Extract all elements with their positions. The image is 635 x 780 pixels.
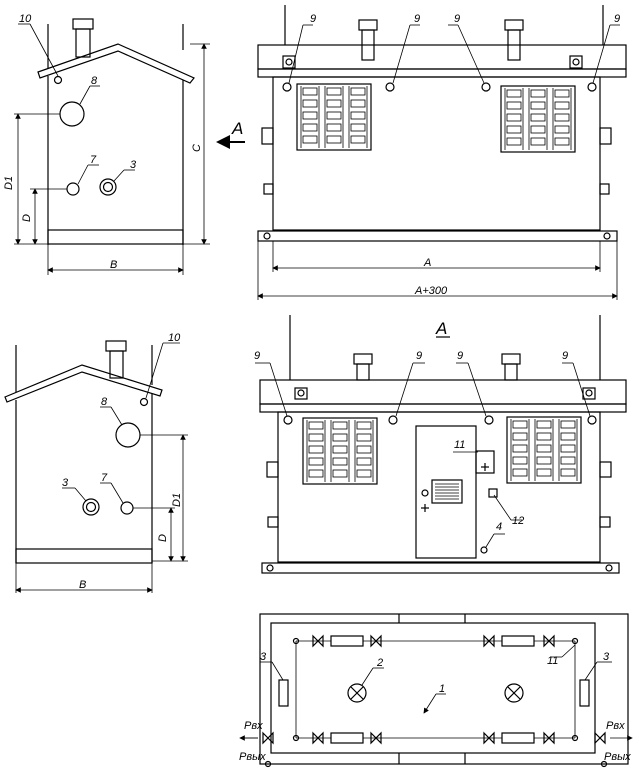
label-3-c2: 3 xyxy=(603,651,610,663)
front-view-top xyxy=(257,5,627,300)
label-3-c1: 3 xyxy=(260,651,267,663)
label-9-a3: 9 xyxy=(454,13,460,25)
view-a-title: A xyxy=(435,319,447,338)
front-view-a xyxy=(255,315,627,574)
label-1: 1 xyxy=(439,683,445,695)
side-view-bottom xyxy=(4,340,188,593)
label-9-b3: 9 xyxy=(457,350,463,362)
p-out-left: Pвых xyxy=(239,751,266,763)
dim-b-a: B xyxy=(110,259,117,271)
label-7-b: 7 xyxy=(101,472,108,484)
dim-b-b: B xyxy=(79,579,86,591)
p-in-right: Pвх xyxy=(606,720,625,732)
view-arrow-label: A xyxy=(231,119,243,138)
label-4: 4 xyxy=(496,521,502,533)
label-7-a: 7 xyxy=(90,154,97,166)
side-view-top xyxy=(14,18,210,275)
dim-d1-a: D1 xyxy=(3,176,15,190)
label-8-b: 8 xyxy=(101,396,108,408)
label-11-a: 11 xyxy=(454,439,465,451)
label-12: 12 xyxy=(512,515,524,527)
dim-d1-b: D1 xyxy=(171,493,183,507)
label-9-a4: 9 xyxy=(614,13,620,25)
label-10-a: 10 xyxy=(19,13,32,25)
label-8-a: 8 xyxy=(91,75,98,87)
label-9-a2: 9 xyxy=(414,13,420,25)
label-2: 2 xyxy=(376,657,383,669)
dim-a: A xyxy=(423,257,431,269)
p-out-right: Pвых xyxy=(604,751,631,763)
plan-view xyxy=(239,613,633,768)
dim-c: C xyxy=(191,144,203,152)
label-9-b1: 9 xyxy=(254,350,260,362)
label-3-a: 3 xyxy=(130,159,137,171)
label-9-b2: 9 xyxy=(416,350,422,362)
label-11-b: 11 xyxy=(547,655,558,667)
label-10-b: 10 xyxy=(168,332,181,344)
p-in-left: Pвх xyxy=(244,720,263,732)
label-9-b4: 9 xyxy=(562,350,568,362)
dim-a300: A+300 xyxy=(414,285,448,297)
dim-d-b: D xyxy=(157,534,169,542)
label-3-b: 3 xyxy=(62,477,69,489)
dim-d-a: D xyxy=(21,214,33,222)
label-9-a1: 9 xyxy=(310,13,316,25)
